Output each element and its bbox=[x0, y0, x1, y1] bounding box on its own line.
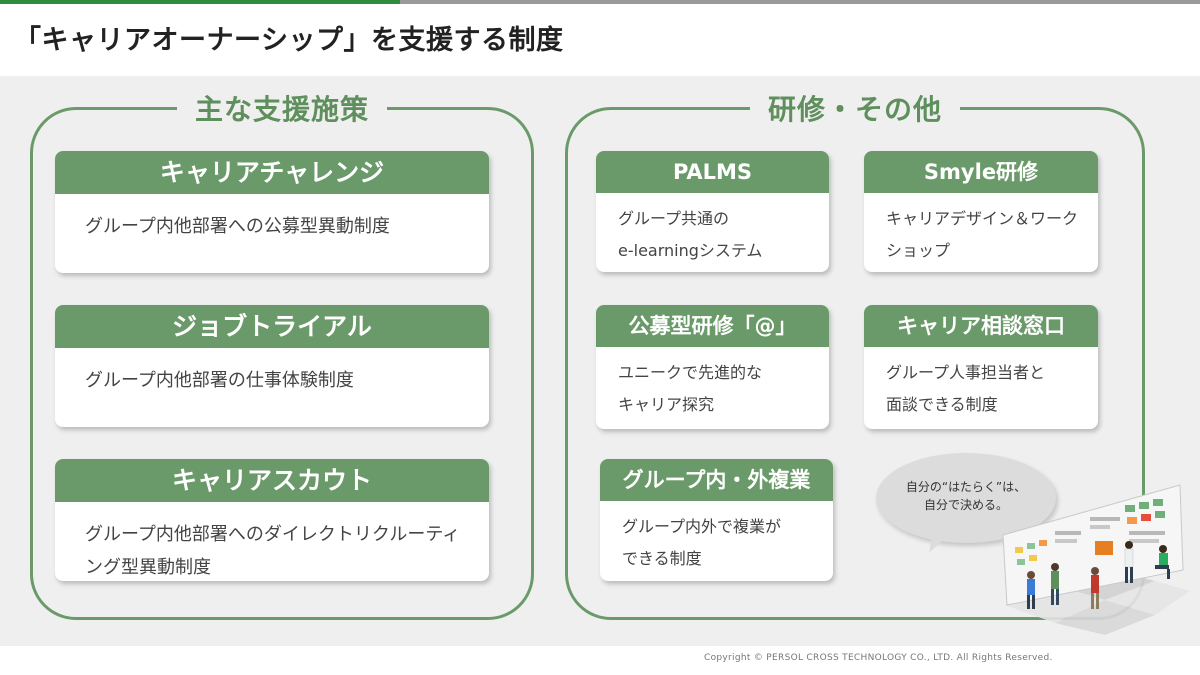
card-description-line: 面談できる制度 bbox=[886, 395, 998, 414]
person-3 bbox=[1091, 567, 1099, 609]
card-description: グループ内他部署へのダイレクトリクルーティ ング型異動制度 bbox=[55, 502, 489, 581]
card-description-line: グループ共通の bbox=[618, 209, 730, 228]
card-title: ジョブトライアル bbox=[55, 305, 489, 348]
person-1 bbox=[1027, 571, 1035, 609]
card-description: グループ内他部署の仕事体験制度 bbox=[55, 348, 489, 397]
board-notes bbox=[1015, 499, 1165, 565]
card-description-line: グループ内他部署への公募型異動制度 bbox=[85, 216, 390, 237]
card-description-line: グループ内外で複業が bbox=[622, 517, 782, 536]
card-title: キャリアスカウト bbox=[55, 459, 489, 502]
card-description-line: グループ内他部署へのダイレクトリクルーティ bbox=[85, 524, 461, 545]
card-description: グループ人事担当者と 面談できる制度 bbox=[864, 347, 1098, 421]
card-career-scout: キャリアスカウト グループ内他部署へのダイレクトリクルーティ ング型異動制度 bbox=[55, 459, 489, 581]
card-title: PALMS bbox=[596, 151, 829, 193]
card-palms: PALMS グループ共通の e-learningシステム bbox=[596, 151, 829, 272]
card-title: キャリアチャレンジ bbox=[55, 151, 489, 194]
main-measures-panel: 主な支援施策 bbox=[30, 88, 534, 620]
copyright-notice: Copyright © PERSOL CROSS TECHNOLOGY CO.,… bbox=[704, 653, 1053, 663]
people-at-board-illustration bbox=[1002, 484, 1190, 635]
card-description-line: できる制度 bbox=[622, 549, 702, 568]
training-other-panel: 研修・その他 bbox=[565, 88, 1145, 620]
person-4 bbox=[1124, 541, 1134, 583]
card-career-challenge: キャリアチャレンジ グループ内他部署への公募型異動制度 bbox=[55, 151, 489, 273]
card-description: ユニークで先進的な キャリア探究 bbox=[596, 347, 829, 421]
speech-bubble-text: 自分の“はたらく”は、 自分で決める。 bbox=[876, 478, 1056, 514]
card-side-job: グループ内・外複業 グループ内外で複業が できる制度 bbox=[600, 459, 833, 581]
card-description-line: グループ内他部署の仕事体験制度 bbox=[85, 370, 354, 391]
card-description: キャリアデザイン＆ワーク ショップ bbox=[864, 193, 1098, 267]
speech-bubble-line: 自分の“はたらく”は、 bbox=[905, 480, 1027, 494]
card-title: 公募型研修「@」 bbox=[596, 305, 829, 347]
card-open-training: 公募型研修「@」 ユニークで先進的な キャリア探究 bbox=[596, 305, 829, 429]
card-description-line: e-learningシステム bbox=[618, 241, 763, 260]
top-bar-accent bbox=[0, 0, 400, 4]
speech-bubble-line: 自分で決める。 bbox=[923, 498, 1008, 512]
top-bar bbox=[0, 0, 1200, 4]
card-description: グループ共通の e-learningシステム bbox=[596, 193, 829, 267]
card-description: グループ内外で複業が できる制度 bbox=[600, 501, 833, 575]
person-2 bbox=[1051, 563, 1059, 605]
card-description-line: ユニークで先進的な bbox=[618, 363, 763, 382]
card-title: キャリア相談窓口 bbox=[864, 305, 1098, 347]
card-smyle-training: Smyle研修 キャリアデザイン＆ワーク ショップ bbox=[864, 151, 1098, 272]
card-description: グループ内他部署への公募型異動制度 bbox=[55, 194, 489, 243]
card-career-consultation: キャリア相談窓口 グループ人事担当者と 面談できる制度 bbox=[864, 305, 1098, 429]
card-description-line: ショップ bbox=[886, 241, 951, 260]
card-title: グループ内・外複業 bbox=[600, 459, 833, 501]
training-other-heading: 研修・その他 bbox=[749, 88, 961, 128]
card-description-line: グループ人事担当者と bbox=[886, 363, 1046, 382]
card-job-trial: ジョブトライアル グループ内他部署の仕事体験制度 bbox=[55, 305, 489, 427]
main-measures-heading: 主な支援施策 bbox=[176, 88, 388, 128]
card-title: Smyle研修 bbox=[864, 151, 1098, 193]
card-description-line: ング型異動制度 bbox=[85, 557, 211, 578]
board bbox=[1002, 484, 1184, 606]
person-5 bbox=[1155, 545, 1170, 579]
card-description-line: キャリア探究 bbox=[618, 395, 715, 414]
card-description-line: キャリアデザイン＆ワーク bbox=[886, 209, 1079, 228]
page-title: 「キャリアオーナーシップ」を支援する制度 bbox=[14, 25, 564, 56]
